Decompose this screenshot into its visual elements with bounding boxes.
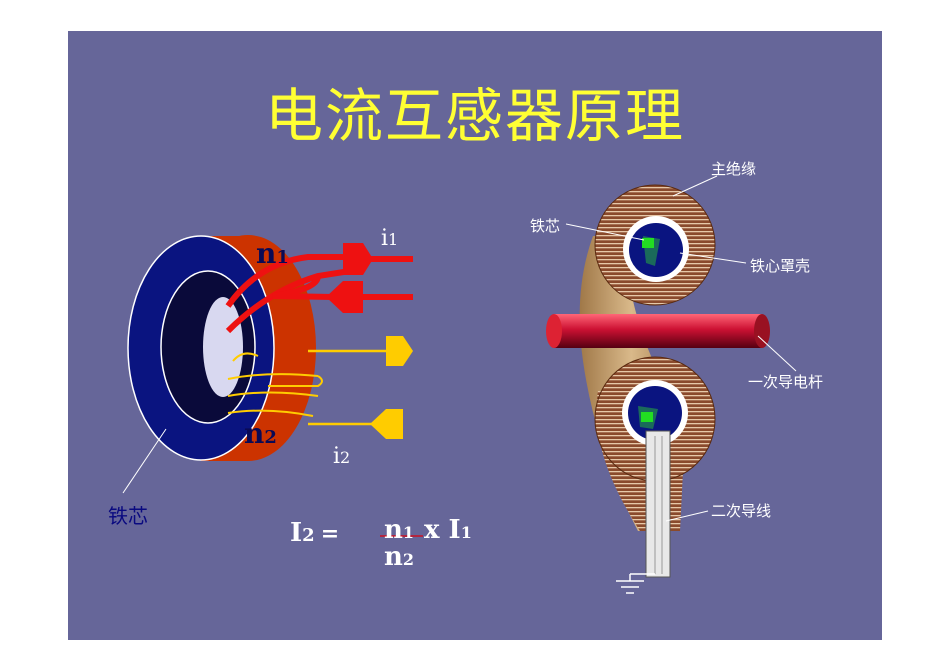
- formula-numerator: n1: [384, 515, 414, 545]
- secondary-lead: [630, 430, 671, 578]
- iron-core-label: 铁芯: [530, 217, 560, 235]
- core-label: 铁芯: [108, 504, 148, 528]
- primary-rod-label: 一次导电杆: [748, 373, 823, 391]
- secondary-lead-label: 二次导线: [711, 502, 771, 520]
- main-insulation-label: 主绝缘: [711, 160, 756, 178]
- lower-insulation: [594, 356, 716, 482]
- n1-label: n1: [256, 237, 289, 270]
- core-label-pointer: [122, 428, 167, 494]
- formula-denominator: n2: [384, 542, 414, 572]
- slide-title: 电流互感器原理: [264, 82, 685, 150]
- upper-core-square: [642, 238, 654, 248]
- upper-insulation: [594, 184, 716, 306]
- core-hole-inner: [203, 297, 243, 397]
- secondary-arrow-out: [386, 336, 413, 366]
- formula-lhs: I2=: [290, 518, 339, 548]
- i2-label: i2: [333, 444, 350, 469]
- slide: 电流互感器原理: [68, 31, 882, 640]
- lower-core-square: [641, 412, 653, 422]
- i1-label: i1: [381, 226, 398, 251]
- primary-arrow-out: [343, 243, 373, 275]
- diagram-canvas: n1 n2 i1 i2 铁芯 I2= n1 x I1 n2: [108, 160, 823, 594]
- right-pointers: [565, 175, 797, 522]
- formula: I2= n1 x I1 n2: [290, 515, 472, 572]
- core-shell-label: 铁心罩壳: [750, 257, 810, 275]
- secondary-arrow-in: [370, 409, 403, 439]
- n2-label: n2: [244, 417, 277, 450]
- toroid-core: [127, 235, 316, 461]
- core-face-rim: [127, 235, 275, 461]
- formula-times: x I1: [424, 515, 472, 545]
- ground-icon: [616, 574, 644, 594]
- primary-rod: [546, 314, 770, 348]
- primary-arrow-in: [326, 281, 363, 313]
